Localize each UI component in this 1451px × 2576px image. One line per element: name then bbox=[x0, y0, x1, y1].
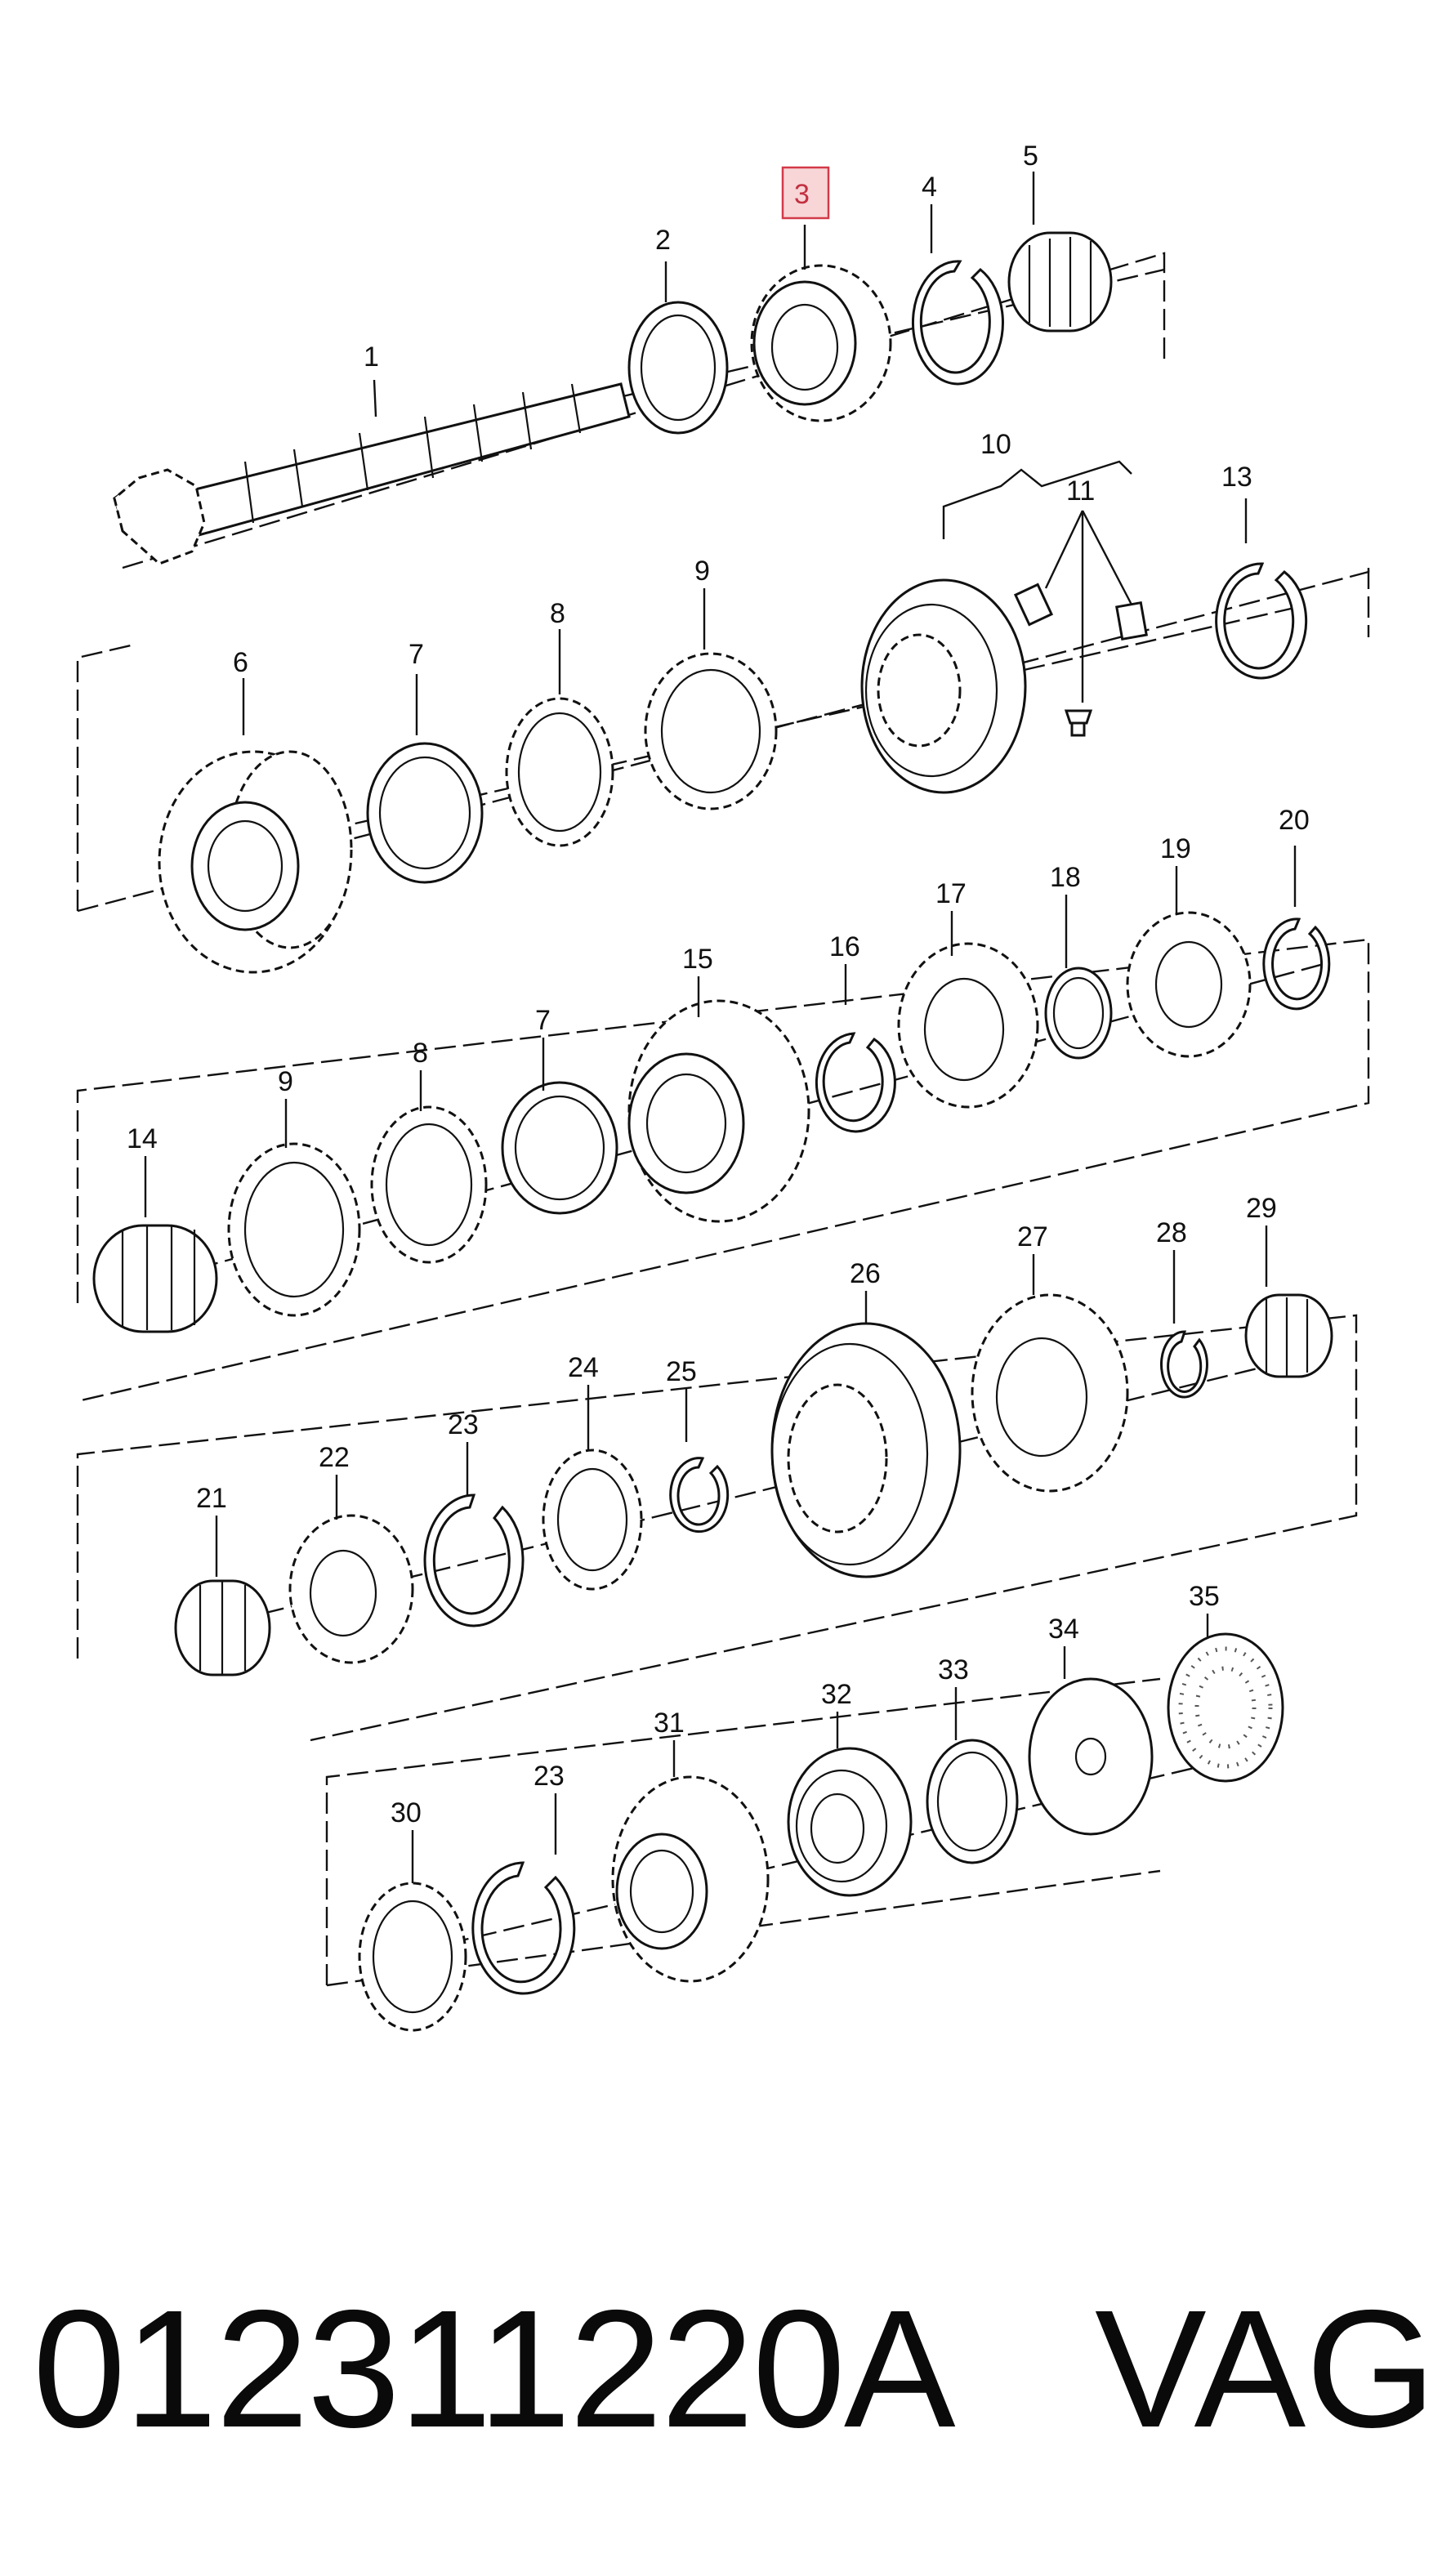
part-number: 012311220A bbox=[33, 2275, 956, 2462]
callout-16: 16 bbox=[829, 931, 860, 962]
part-7-ring bbox=[366, 742, 484, 884]
row-2-dash-frame bbox=[76, 644, 132, 911]
part-17-gear bbox=[897, 942, 1039, 1109]
callout-14: 14 bbox=[127, 1123, 158, 1154]
callout-13: 13 bbox=[1221, 462, 1252, 493]
callout-25: 25 bbox=[666, 1356, 697, 1387]
row-4-group: 21 22 23 24 25 26 27 28 29 bbox=[76, 1193, 1358, 1742]
part-13-circlip bbox=[1215, 562, 1308, 680]
callout-7-mid: 7 bbox=[535, 1005, 551, 1036]
part-11-key-b bbox=[1115, 600, 1148, 641]
part-5-needle-bearing bbox=[1007, 231, 1113, 333]
part-23-circlip-b bbox=[471, 1861, 576, 1995]
part-18-ring bbox=[1044, 967, 1113, 1060]
callout-34: 34 bbox=[1048, 1614, 1079, 1645]
part-29-needle-bearing bbox=[1244, 1293, 1333, 1378]
part-32-ball-bearing bbox=[787, 1747, 913, 1897]
callout-20: 20 bbox=[1279, 805, 1310, 836]
part-16-circlip bbox=[815, 1032, 896, 1133]
callout-9-top: 9 bbox=[694, 556, 710, 587]
part-34-retaining-plate bbox=[1028, 1677, 1154, 1836]
callout-27: 27 bbox=[1017, 1221, 1048, 1252]
callout-6: 6 bbox=[233, 647, 248, 678]
part-7-ring-b bbox=[501, 1081, 618, 1215]
part-23-circlip-a bbox=[423, 1493, 525, 1627]
exploded-parts-diagram: 1 2 3 4 5 bbox=[76, 141, 1370, 2032]
part-22-gear bbox=[288, 1514, 414, 1664]
callout-3-highlight-box bbox=[781, 166, 830, 220]
callout-18: 18 bbox=[1050, 862, 1081, 893]
part-11-key-a bbox=[1013, 583, 1054, 627]
callout-17: 17 bbox=[935, 878, 967, 909]
row-5-group: 30 23 31 32 33 34 35 bbox=[325, 1581, 1284, 2032]
part-19-gear bbox=[1126, 911, 1252, 1058]
callout-23-row4: 23 bbox=[448, 1409, 479, 1440]
part-8-ring-b bbox=[370, 1105, 488, 1264]
callout-8-top: 8 bbox=[550, 598, 565, 629]
callout-21: 21 bbox=[196, 1483, 227, 1514]
row-3-group: 14 9 8 7 15 16 17 18 19 20 bbox=[76, 805, 1370, 1403]
part-6-gear bbox=[158, 750, 353, 974]
part-14-needle-bearing bbox=[92, 1224, 218, 1333]
part-28-circlip bbox=[1159, 1330, 1208, 1399]
callout-10: 10 bbox=[980, 429, 1011, 460]
callout-19: 19 bbox=[1160, 833, 1191, 864]
callout-23-row5: 23 bbox=[534, 1761, 565, 1792]
callout-26: 26 bbox=[850, 1258, 881, 1289]
part-1-pinion-shaft bbox=[113, 382, 631, 565]
row-3-dash-frame bbox=[76, 938, 1370, 1403]
part-8-ring bbox=[505, 697, 614, 847]
callout-28: 28 bbox=[1156, 1217, 1187, 1248]
callout-31: 31 bbox=[654, 1708, 685, 1739]
callout-24: 24 bbox=[568, 1352, 599, 1383]
callout-1: 1 bbox=[364, 342, 379, 373]
part-26-sliding-sleeve bbox=[770, 1322, 962, 1578]
part-4-circlip bbox=[911, 260, 1004, 386]
part-2-shim-inner bbox=[640, 314, 717, 422]
part-2-shim bbox=[627, 301, 729, 435]
callout-30: 30 bbox=[391, 1797, 422, 1828]
row-1-dash-frame bbox=[122, 252, 1166, 569]
part-15-gear bbox=[627, 999, 810, 1223]
part-number-footer: 012311220A VAG bbox=[25, 2271, 1436, 2467]
callout-9-mid: 9 bbox=[278, 1066, 293, 1097]
callout-33: 33 bbox=[938, 1654, 969, 1685]
part-10-synchro-hub bbox=[860, 578, 1027, 794]
part-33-shim bbox=[926, 1739, 1019, 1864]
callout-7-top: 7 bbox=[409, 639, 424, 670]
part-30-synchro-ring bbox=[358, 1882, 467, 2032]
part-20-circlip bbox=[1262, 917, 1331, 1011]
part-27-gear bbox=[971, 1293, 1129, 1493]
callout-4: 4 bbox=[922, 172, 937, 203]
callout-29: 29 bbox=[1246, 1193, 1277, 1224]
row-2-group: 6 7 8 9 10 11 13 bbox=[76, 429, 1370, 974]
part-9-synchro-ring bbox=[644, 652, 778, 810]
part-11-spring bbox=[1064, 709, 1093, 737]
callout-3: 3 bbox=[794, 179, 810, 210]
part-31-gear bbox=[611, 1775, 770, 1983]
brand-name: VAG bbox=[1095, 2275, 1436, 2462]
part-35-cover-cap bbox=[1167, 1632, 1284, 1783]
row-1-shaft-group: 1 2 3 4 5 bbox=[113, 141, 1166, 569]
row-5-dash-frame bbox=[325, 1677, 1161, 1985]
callout-15: 15 bbox=[682, 944, 713, 975]
row-4-dash-frame bbox=[76, 1314, 1358, 1742]
callout-2: 2 bbox=[655, 225, 671, 256]
callout-11: 11 bbox=[1066, 475, 1095, 507]
row-4-axis bbox=[179, 1351, 1324, 1636]
callout-5: 5 bbox=[1023, 141, 1038, 172]
callout-8-mid: 8 bbox=[413, 1038, 428, 1069]
part-3-tapered-bearing bbox=[750, 264, 892, 422]
callout-22: 22 bbox=[319, 1442, 350, 1473]
callout-35: 35 bbox=[1189, 1581, 1220, 1612]
part-25-circlip bbox=[669, 1457, 730, 1534]
callout-32: 32 bbox=[821, 1679, 852, 1710]
part-21-needle-bearing bbox=[174, 1579, 271, 1676]
part-9-synchro-ring-b bbox=[227, 1142, 361, 1317]
